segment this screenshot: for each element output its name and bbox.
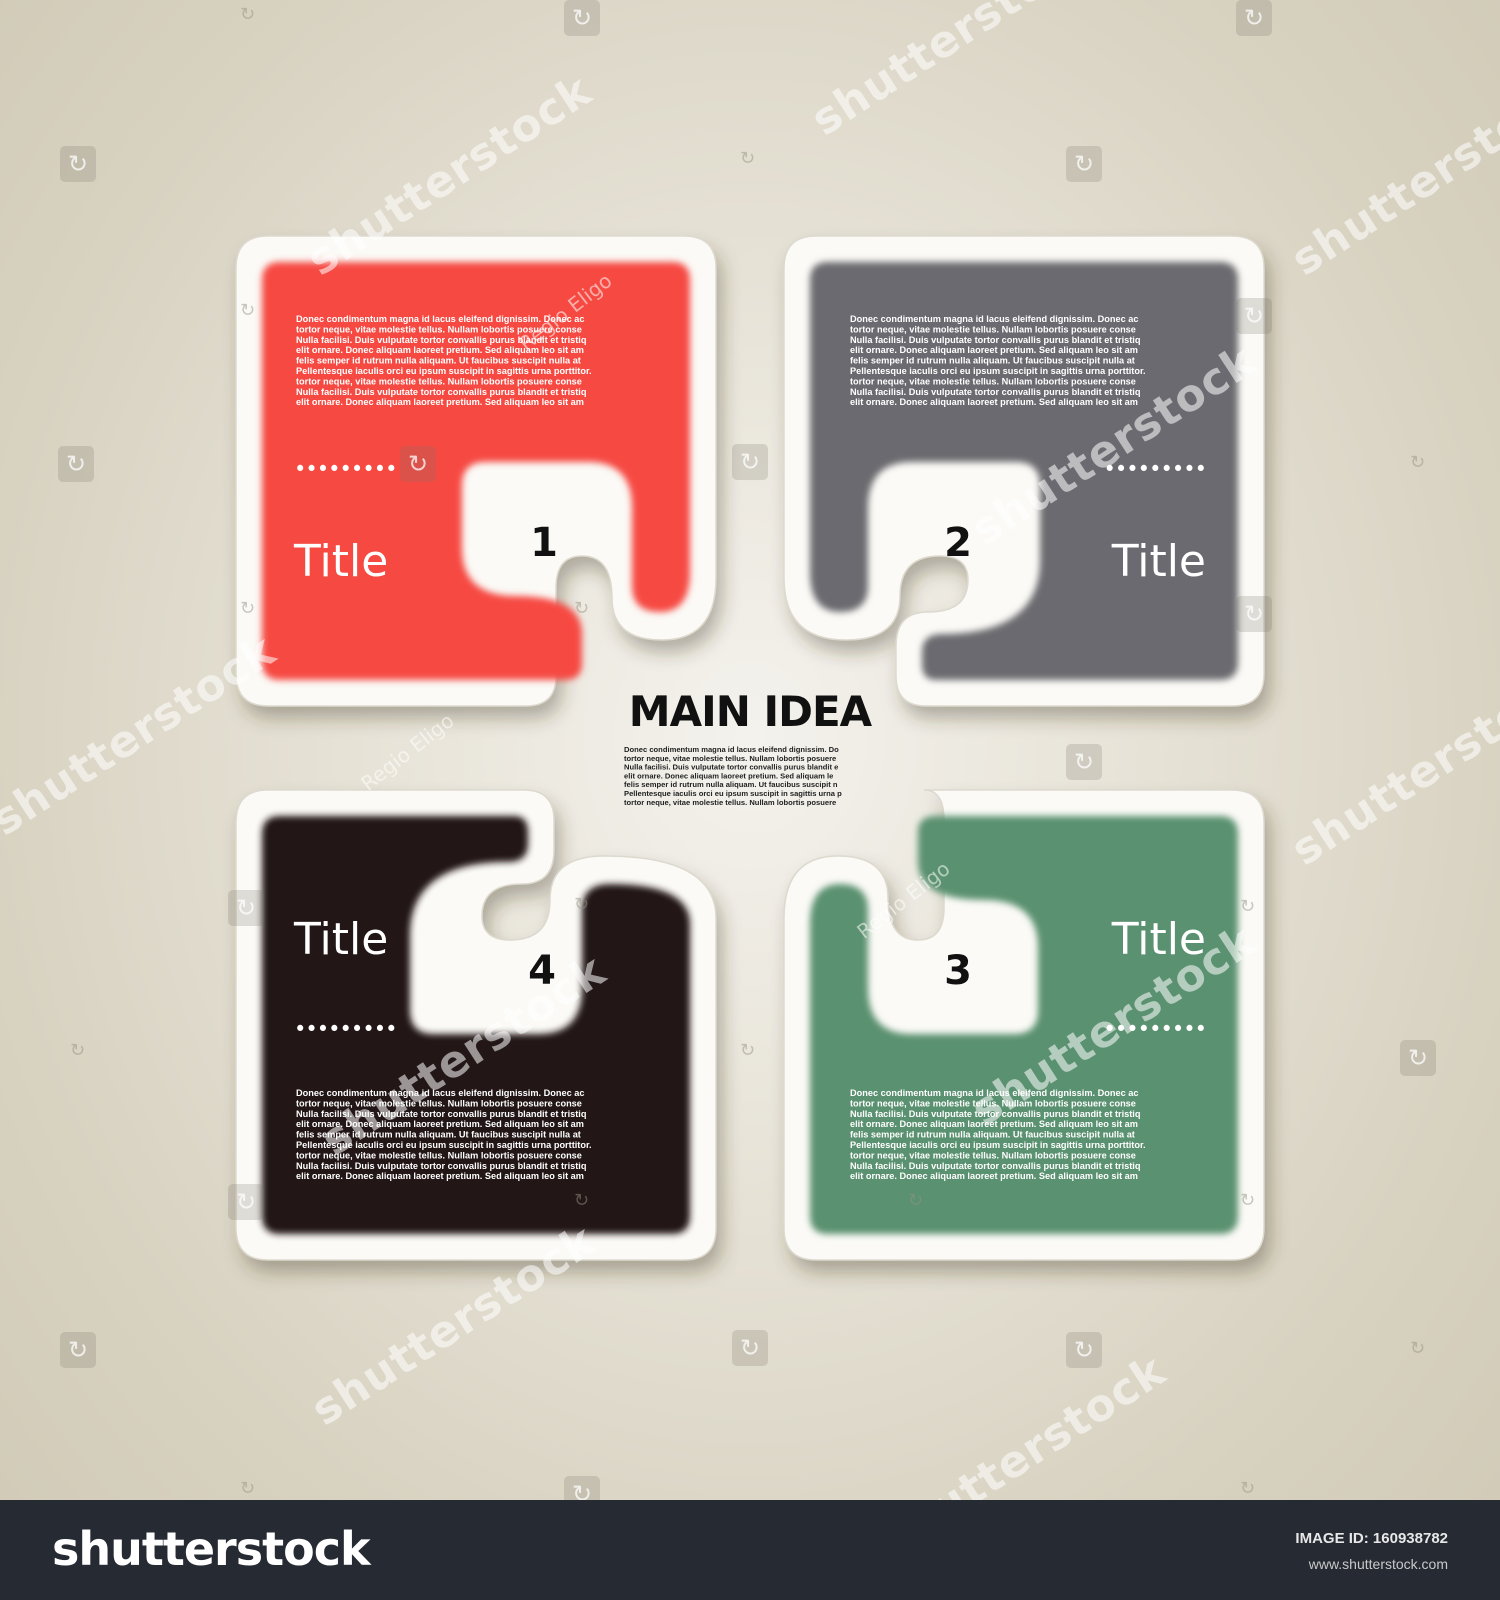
paragraph-line: elit ornare. Donec aliquam laoreet preti… [850,1171,1138,1181]
puzzle-piece-4-fill [262,816,690,1234]
paragraph-line: Nulla facilisi. Duis vulputate tortor co… [624,763,838,772]
puzzle-piece-1-fill [262,262,690,680]
piece-2-content: Donec condimentum magna id lacus eleifen… [850,314,1207,587]
paragraph-line: tortor neque, vitae molestie tellus. Nul… [296,376,582,386]
paragraph-line: Nulla facilisi. Duis vulputate tortor co… [296,1161,586,1171]
paragraph-line: Pellentesque iaculis orci eu ipsum susci… [296,366,592,376]
paragraph-line: Nulla facilisi. Duis vulputate tortor co… [850,1161,1140,1171]
paragraph-line: tortor neque, vitae molestie tellus. Nul… [296,324,582,334]
site-link[interactable]: www.shutterstock.com [1308,1556,1448,1572]
paragraph-line: Donec condimentum magna id lacus eleifen… [624,745,839,754]
paragraph-line: tortor neque, vitae molestie tellus. Nul… [296,1098,582,1108]
puzzle-piece-2-fill [810,262,1238,680]
shutterstock-logo[interactable]: shutterstock [52,1522,371,1576]
paragraph-line: elit ornare. Donec aliquam laoreet preti… [624,771,833,780]
paragraph-line: elit ornare. Donec aliquam laoreet preti… [850,1119,1138,1129]
main-idea-title: MAIN IDEA [629,687,873,736]
paragraph-line: elit ornare. Donec aliquam laoreet preti… [296,345,584,355]
paragraph-line: elit ornare. Donec aliquam laoreet preti… [296,397,584,407]
piece-4-dots: ••••••••• [294,1017,396,1041]
paragraph-line: Donec condimentum magna id lacus eleifen… [296,1088,584,1098]
piece-2-number: 2 [944,520,972,566]
paragraph-line: tortor neque, vitae molestie tellus. Nul… [850,376,1136,386]
paragraph-line: Nulla facilisi. Duis vulputate tortor co… [296,387,586,397]
paragraph-line: tortor neque, vitae molestie tellus. Nul… [850,324,1136,334]
paragraph-line: tortor neque, vitae molestie tellus. Nul… [624,754,836,763]
piece-2-title: Title [1111,536,1206,587]
piece-4-body: Donec condimentum magna id lacus eleifen… [296,1088,592,1181]
piece-3-dots: ••••••••• [1104,1017,1206,1041]
paragraph-line: elit ornare. Donec aliquam laoreet preti… [296,1171,584,1181]
paragraph-line: Donec condimentum magna id lacus eleifen… [850,1088,1138,1098]
paragraph-line: Pellentesque iaculis orci eu ipsum susci… [296,1140,592,1150]
piece-1-title: Title [293,536,388,587]
piece-2-dots: ••••••••• [1104,457,1206,481]
main-idea: MAIN IDEA Donec condimentum magna id lac… [624,687,874,807]
diagram-stage: Donec condimentum magna id lacus eleifen… [58,0,1436,1500]
piece-1-number: 1 [530,520,558,566]
piece-3-body: Donec condimentum magna id lacus eleifen… [850,1088,1146,1181]
puzzle-piece-3-fill [810,816,1238,1234]
paragraph-line: Nulla facilisi. Duis vulputate tortor co… [850,335,1140,345]
footer-bar: shutterstock IMAGE ID: 160938782 www.shu… [0,1500,1500,1600]
image-id-label: IMAGE ID: 160938782 [1295,1530,1448,1547]
puzzle-piece-4 [235,789,722,1272]
paragraph-line: Nulla facilisi. Duis vulputate tortor co… [296,1109,586,1119]
paragraph-line: felis semper id rutrum nulla aliquam. Ut… [296,356,581,366]
paragraph-line: Pellentesque iaculis orci eu ipsum susci… [624,789,842,798]
paragraph-line: Donec condimentum magna id lacus eleifen… [296,314,584,324]
paragraph-line: Nulla facilisi. Duis vulputate tortor co… [296,335,586,345]
paragraph-line: Nulla facilisi. Duis vulputate tortor co… [850,387,1140,397]
paragraph-line: felis semper id rutrum nulla aliquam. Ut… [296,1130,581,1140]
paragraph-line: tortor neque, vitae molestie tellus. Nul… [296,1150,582,1160]
paragraph-line: felis semper id rutrum nulla aliquam. Ut… [850,1130,1135,1140]
main-idea-body: Donec condimentum magna id lacus eleifen… [624,745,842,807]
piece-1-dots: ••••••••• [294,457,396,481]
paragraph-line: Donec condimentum magna id lacus eleifen… [850,314,1138,324]
paragraph-line: tortor neque, vitae molestie tellus. Nul… [850,1150,1136,1160]
puzzle-diagram: Donec condimentum magna id lacus eleifen… [235,235,1270,1272]
paragraph-line: Pellentesque iaculis orci eu ipsum susci… [850,1140,1146,1150]
piece-4-number: 4 [528,948,556,994]
paragraph-line: tortor neque, vitae molestie tellus. Nul… [850,1098,1136,1108]
paragraph-line: elit ornare. Donec aliquam laoreet preti… [850,345,1138,355]
paragraph-line: Nulla facilisi. Duis vulputate tortor co… [850,1109,1140,1119]
paragraph-line: felis semper id rutrum nulla aliquam. Ut… [624,780,838,789]
paragraph-line: felis semper id rutrum nulla aliquam. Ut… [850,356,1135,366]
puzzle-piece-1 [235,235,722,718]
piece-1-body: Donec condimentum magna id lacus eleifen… [296,314,592,407]
puzzle-piece-3 [783,789,1270,1272]
piece-4-content: Title ••••••••• Donec condimentum magna … [293,914,592,1181]
piece-3-content: Title ••••••••• Donec condimentum magna … [850,914,1207,1181]
piece-2-body: Donec condimentum magna id lacus eleifen… [850,314,1146,407]
paragraph-line: Pellentesque iaculis orci eu ipsum susci… [850,366,1146,376]
piece-1-content: Donec condimentum magna id lacus eleifen… [293,314,592,587]
piece-3-number: 3 [944,948,972,994]
puzzle-piece-2 [783,235,1270,718]
paragraph-line: tortor neque, vitae molestie tellus. Nul… [624,798,836,807]
paragraph-line: elit ornare. Donec aliquam laoreet preti… [850,397,1138,407]
paragraph-line: elit ornare. Donec aliquam laoreet preti… [296,1119,584,1129]
piece-4-title: Title [293,914,388,965]
piece-3-title: Title [1111,914,1206,965]
